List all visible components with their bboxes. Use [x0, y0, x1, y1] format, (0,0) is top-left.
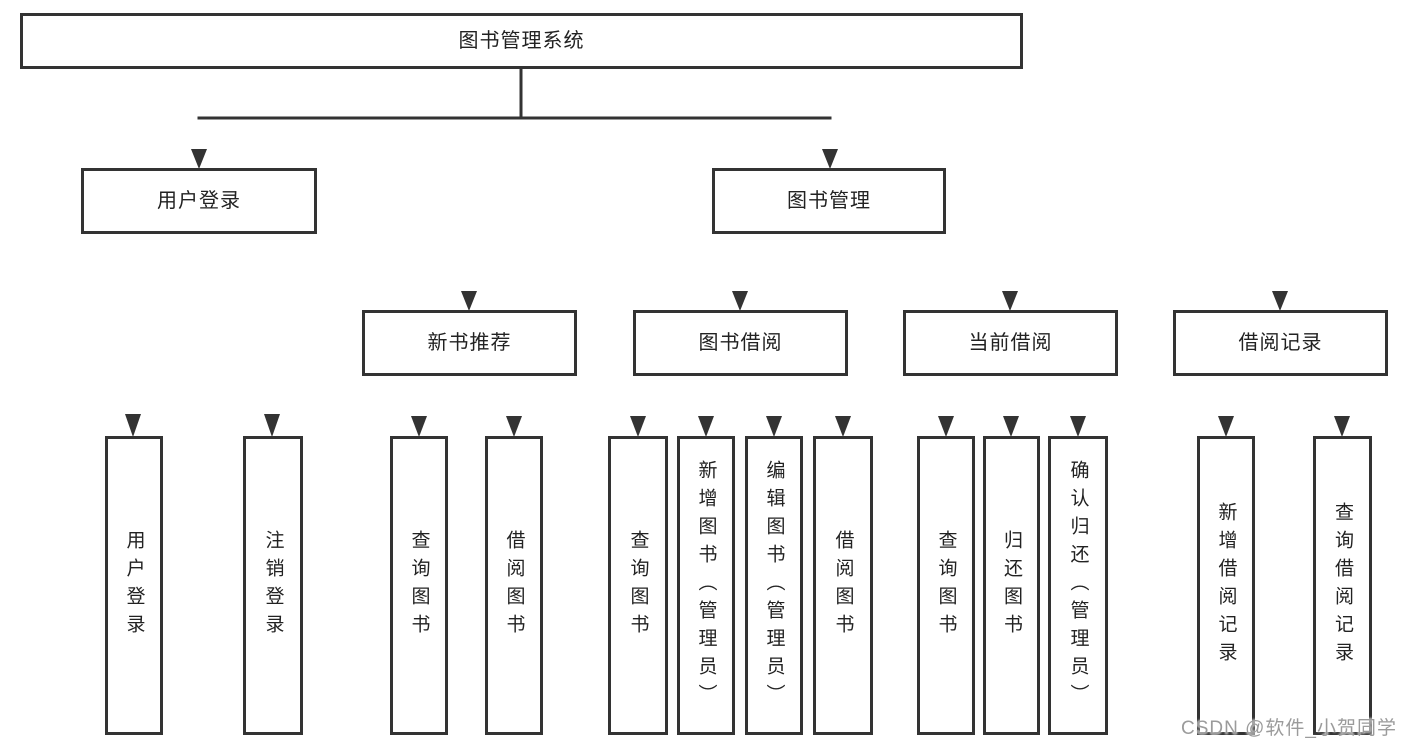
leaf-query-books-borrow: 查询图书	[608, 436, 668, 735]
leaf-query-books-current: 查询图书	[917, 436, 975, 735]
leaf-label: 归还图书	[1001, 529, 1022, 642]
leaf-logout: 注销登录	[243, 436, 303, 735]
leaf-borrow-books-borrow: 借阅图书	[813, 436, 873, 735]
node-user-login: 用户登录	[81, 168, 317, 234]
leaf-return-book: 归还图书	[983, 436, 1040, 735]
leaf-label: 编辑图书（管理员）	[763, 459, 785, 712]
node-new-book-recommend: 新书推荐	[362, 310, 577, 376]
leaf-label: 新增借阅记录	[1215, 501, 1237, 670]
leaf-confirm-return-admin: 确认归还（管理员）	[1048, 436, 1108, 735]
leaf-label: 借阅图书	[503, 529, 525, 642]
leaf-label: 用户登录	[123, 529, 145, 642]
leaf-edit-book-admin: 编辑图书（管理员）	[745, 436, 803, 735]
node-root-library-system: 图书管理系统	[20, 13, 1023, 69]
leaf-query-books-recommend: 查询图书	[390, 436, 448, 735]
csdn-watermark: CSDN @软件_小贺同学	[1181, 718, 1397, 739]
node-book-management: 图书管理	[712, 168, 946, 234]
node-book-borrow: 图书借阅	[633, 310, 848, 376]
leaf-user-login: 用户登录	[105, 436, 163, 735]
leaf-label: 新增图书（管理员）	[695, 459, 717, 712]
node-borrow-records: 借阅记录	[1173, 310, 1388, 376]
leaf-label: 查询图书	[408, 529, 430, 642]
leaf-borrow-books-recommend: 借阅图书	[485, 436, 543, 735]
leaf-label: 确认归还（管理员）	[1067, 459, 1089, 712]
leaf-add-book-admin: 新增图书（管理员）	[677, 436, 735, 735]
leaf-label: 借阅图书	[832, 529, 854, 642]
arrowheads	[125, 149, 1350, 437]
leaf-label: 查询图书	[935, 529, 957, 642]
leaf-label: 注销登录	[262, 529, 284, 642]
leaf-add-borrow-record: 新增借阅记录	[1197, 436, 1255, 735]
leaf-query-borrow-record: 查询借阅记录	[1313, 436, 1372, 735]
node-current-borrow: 当前借阅	[903, 310, 1118, 376]
leaf-label: 查询图书	[627, 529, 649, 642]
leaf-label: 查询借阅记录	[1332, 501, 1353, 670]
